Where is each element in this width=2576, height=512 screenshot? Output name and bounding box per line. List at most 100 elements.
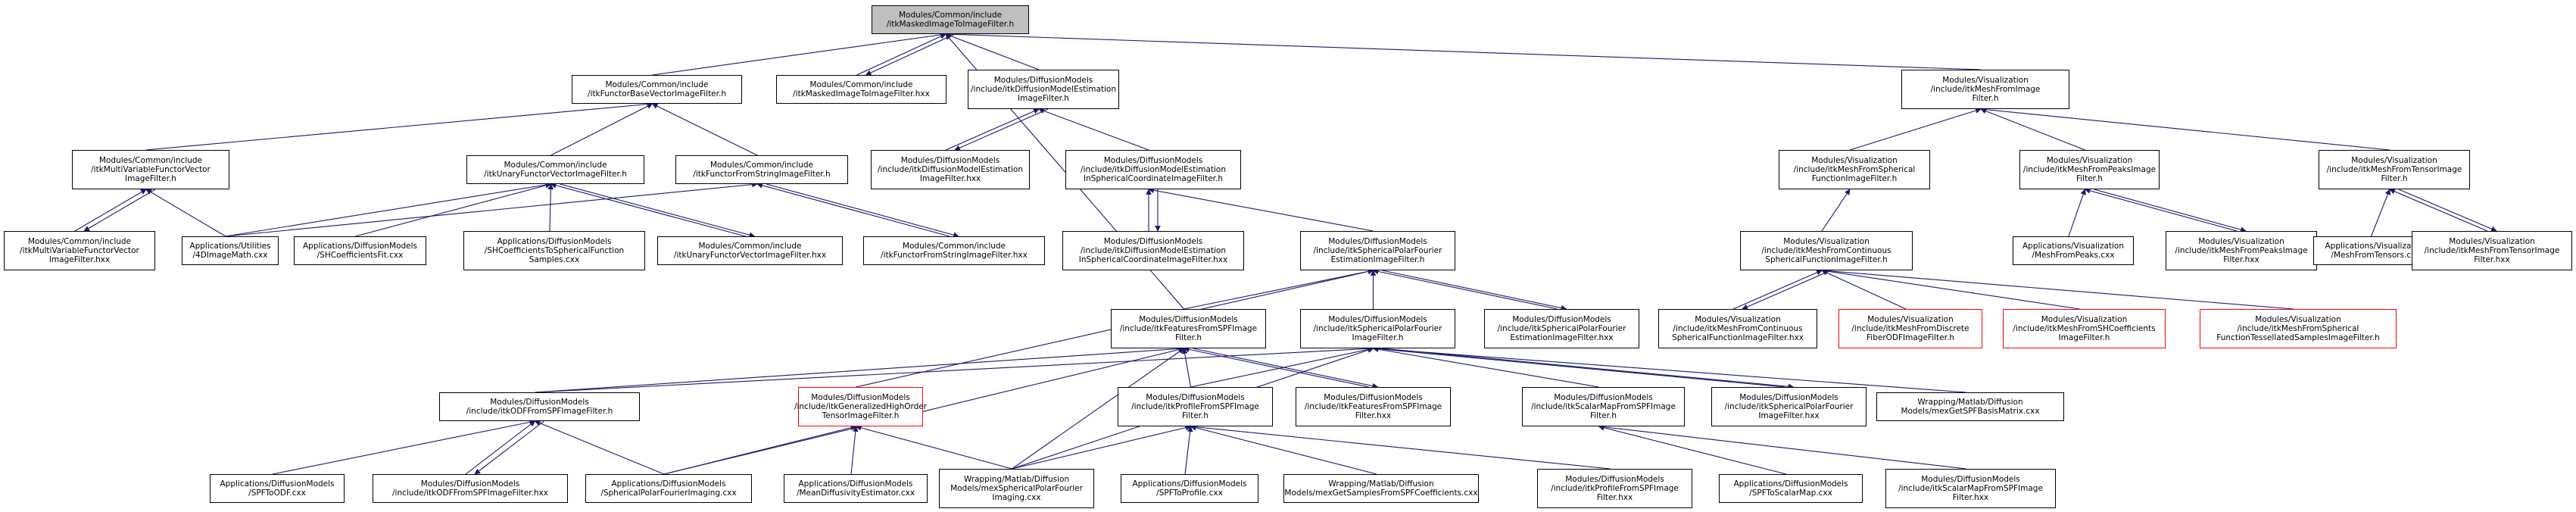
node-unary-functor-hxx[interactable]: Modules/Common/include /itkUnaryFunctorV…	[657, 236, 843, 265]
node-functor-from-string-hxx[interactable]: Modules/Common/include /itkFunctorFromSt…	[863, 236, 1045, 265]
edge-unaryfunctor-to-unaryfunctorhxx	[560, 183, 756, 238]
edge-spfimaging-to-odffromspf	[534, 420, 665, 475]
node-spherical-polar-fourier-imaging-cxx[interactable]: Applications/DiffusionModels /SphericalP…	[585, 474, 752, 503]
node-scalar-map-from-spf-hxx[interactable]: Modules/DiffusionModels /include/itkScal…	[1885, 469, 2056, 508]
edge-imagemath-to-unaryfunctor	[225, 182, 552, 237]
node-mesh-spherical-function-h[interactable]: Modules/Visualization /include/itkMeshFr…	[1779, 150, 1930, 189]
node-multivariable-functor-hxx[interactable]: Modules/Common/include /itkMultiVariable…	[4, 231, 155, 270]
edge-functorstring-to-functorstringhxx	[766, 183, 959, 238]
edge-scalarmap-to-spfimagefilter	[1372, 346, 1599, 388]
node-4d-image-math-cxx[interactable]: Applications/Utilities /4DImageMath.cxx	[182, 236, 279, 265]
edge-multivariable-to-multivariablehxx	[83, 189, 156, 232]
edge-spfimaging-to-featuresspf	[663, 346, 1185, 475]
node-spherical-polar-fourier-hxx[interactable]: Modules/DiffusionModels /include/itkSphe…	[1711, 387, 1867, 426]
edge-meshspherical-to-meshfromimage	[1849, 108, 1982, 151]
node-profile-from-spf-hxx[interactable]: Modules/DiffusionModels /include/itkProf…	[1537, 469, 1692, 508]
node-mex-samples-from-spf-coefficients-cxx[interactable]: Wrapping/Matlab/Diffusion Models/mexGetS…	[1283, 474, 1479, 503]
edge-imagemath-to-multivariable	[145, 189, 226, 237]
node-mesh-peaks-h[interactable]: Modules/Visualization /include/itkMeshFr…	[2019, 150, 2160, 189]
edge-dmestimationhxx-to-dmestimation	[945, 108, 1040, 151]
edge-profilespf-to-spfimagefilter	[1190, 346, 1374, 388]
node-features-from-spf-h[interactable]: Modules/DiffusionModels /include/itkFeat…	[1111, 309, 1266, 348]
node-features-from-spf-hxx[interactable]: Modules/DiffusionModels /include/itkFeat…	[1296, 387, 1451, 426]
node-mean-diffusivity-estimator-cxx[interactable]: Applications/DiffusionModels /MeanDiffus…	[784, 474, 928, 503]
edge-mexbasis-to-spfimagefilter	[1372, 345, 1966, 393]
edge-featuresspf-to-featuresspfhxx	[1193, 348, 1379, 389]
node-scalar-map-from-spf-h[interactable]: Modules/DiffusionModels /include/itkScal…	[1522, 387, 1685, 426]
edge-maskedhxx-to-root	[856, 33, 947, 76]
edge-multivariablehxx-to-multivariable	[74, 189, 147, 232]
node-sh-to-spherical-samples-cxx[interactable]: Applications/DiffusionModels /SHCoeffici…	[463, 231, 645, 270]
edge-spftoodf-to-odffromspf	[272, 419, 536, 475]
edge-functorstring-to-functorbase	[651, 103, 758, 156]
edge-meshtensor-to-meshtensorhxx	[2398, 189, 2497, 232]
node-mesh-peaks-cxx[interactable]: Applications/Visualization /MeshFromPeak…	[2013, 236, 2134, 265]
node-mesh-from-image-filter-h[interactable]: Modules/Visualization /include/itkMeshFr…	[1901, 70, 2069, 109]
edge-root-to-maskedhxx	[865, 33, 956, 76]
node-spf-to-profile-cxx[interactable]: Applications/DiffusionModels /SPFToProfi…	[1121, 474, 1258, 503]
edge-meshcontinuous-to-meshspherical	[1821, 189, 1851, 232]
node-mesh-continuous-h[interactable]: Modules/Visualization /include/itkMeshFr…	[1740, 231, 1913, 270]
edge-dmestimation-to-dmestimationhxx	[954, 108, 1049, 151]
edge-meandiffusivity-to-generalized	[850, 426, 859, 475]
edge-spfestimation-to-spfestimationhxx	[1382, 270, 1567, 311]
node-diffusion-model-estimation-h[interactable]: Modules/DiffusionModels /include/itkDiff…	[968, 70, 1119, 109]
edge-odffromspf-to-spfimagefilter	[535, 345, 1374, 393]
node-spherical-polar-fourier-h[interactable]: Modules/DiffusionModels /include/itkSphe…	[1300, 309, 1455, 348]
edge-dmestimation-to-root	[945, 33, 1040, 70]
edge-meshcontinuoushxx-to-meshcontinuous	[1732, 270, 1823, 310]
node-diffusion-model-estimation-hxx[interactable]: Modules/DiffusionModels /include/itkDiff…	[871, 150, 1030, 189]
edge-functorstringhxx-to-functorstring	[756, 183, 950, 237]
node-odf-from-spf-hxx[interactable]: Modules/DiffusionModels /include/itkODFF…	[373, 474, 568, 503]
node-spf-estimation-h[interactable]: Modules/DiffusionModels /include/itkSphe…	[1300, 231, 1455, 270]
edge-odffromspf-to-featuresspf	[535, 345, 1185, 393]
node-spf-to-odf-cxx[interactable]: Applications/DiffusionModels /SPFToODF.c…	[210, 474, 345, 503]
node-masked-image-filter-hxx[interactable]: Modules/Common/include /itkMaskedImageTo…	[776, 75, 947, 104]
node-mesh-tensor-h[interactable]: Modules/Visualization /include/itkMeshFr…	[2319, 150, 2470, 189]
node-spf-estimation-hxx[interactable]: Modules/DiffusionModels /include/itkSphe…	[1484, 309, 1639, 348]
edge-spfestimationhxx-to-spfestimation	[1372, 268, 1558, 310]
node-mesh-tessellated-samples-h[interactable]: Modules/Visualization /include/itkMeshFr…	[2200, 309, 2397, 348]
node-functor-from-string-h[interactable]: Modules/Common/include /itkFunctorFromSt…	[675, 155, 848, 184]
edge-mexsamples-to-profilespf	[1190, 424, 1377, 475]
node-mesh-continuous-hxx[interactable]: Modules/Visualization /include/itkMeshFr…	[1658, 309, 1817, 348]
node-generalized-high-order-tensor-h[interactable]: Modules/DiffusionModels /include/itkGene…	[794, 387, 927, 426]
node-unary-functor-h[interactable]: Modules/Common/include /itkUnaryFunctorV…	[466, 155, 644, 184]
edge-multivariable-to-functorbase	[145, 101, 653, 151]
node-profile-from-spf-h[interactable]: Modules/DiffusionModels /include/itkProf…	[1118, 387, 1273, 426]
node-masked-image-filter-h[interactable]: Modules/Common/include /itkMaskedImageTo…	[872, 5, 1029, 34]
edge-profilespfhxx-to-profilespf	[1190, 423, 1611, 470]
edge-meshtensor-to-meshfromimage	[1980, 106, 2390, 151]
edge-spfimagefilter-to-spfimagefilterhxx	[1382, 348, 1795, 390]
edge-mexspfimaging-to-profilespf	[1012, 424, 1192, 470]
node-mex-spf-basis-matrix-cxx[interactable]: Wrapping/Matlab/Diffusion Models/mexGetS…	[1876, 392, 2064, 421]
edge-meshdiscrete-to-meshcontinuous	[1821, 270, 1907, 310]
node-mesh-peaks-hxx[interactable]: Modules/Visualization /include/itkMeshFr…	[2166, 231, 2317, 270]
node-functor-base-vector-filter-h[interactable]: Modules/Common/include /itkFunctorBaseVe…	[572, 75, 742, 104]
edge-meshpeaks-to-meshfromimage	[1980, 108, 2085, 151]
edge-meshtensorhxx-to-meshtensor	[2389, 189, 2488, 232]
node-mex-spherical-polar-fourier-imaging-cxx[interactable]: Wrapping/Matlab/Diffusion Models/mexSphe…	[939, 469, 1094, 508]
edge-odffromspf-to-odffromspfhxx	[474, 420, 544, 475]
edge-spfimagefilterhxx-to-spfimagefilter	[1372, 345, 1785, 388]
node-mesh-tensor-hxx[interactable]: Modules/Visualization /include/itkMeshFr…	[2412, 231, 2572, 270]
edge-meshpeakshxx-to-meshpeaks	[2084, 188, 2238, 232]
node-sh-coefficients-fit-cxx[interactable]: Applications/DiffusionModels /SHCoeffici…	[294, 236, 426, 265]
node-mesh-sh-coefficients-h[interactable]: Modules/Visualization /include/itkMeshFr…	[2003, 309, 2166, 348]
edge-scalarmaphxx-to-scalarmap	[1598, 423, 1966, 470]
edge-odffromspfhxx-to-odffromspf	[465, 420, 536, 475]
node-odf-from-spf-h[interactable]: Modules/DiffusionModels /include/itkODFF…	[439, 392, 640, 421]
edge-meshcontinuous-to-meshcontinuoushxx	[1742, 270, 1832, 310]
node-dme-spherical-hxx[interactable]: Modules/DiffusionModels /include/itkDiff…	[1062, 231, 1244, 270]
edge-mexspfimaging-to-generalized	[855, 425, 1012, 470]
edge-meshtessellated-to-meshcontinuous	[1821, 267, 2294, 310]
edge-spfestimation-to-dmespherical	[1148, 187, 1374, 232]
edge-mexspfimaging-to-featuresspf	[1012, 348, 1185, 470]
node-mesh-discrete-fiber-odf-h[interactable]: Modules/Visualization /include/itkMeshFr…	[1838, 309, 1982, 348]
node-spf-to-scalar-map-cxx[interactable]: Applications/DiffusionModels /SPFToScala…	[1719, 474, 1863, 503]
node-multivariable-functor-h[interactable]: Modules/Common/include /itkMultiVariable…	[72, 150, 229, 189]
edge-featuresspf-to-spfestimation	[1184, 268, 1374, 310]
edge-meshshcoeffs-to-meshcontinuous	[1821, 268, 2080, 310]
edge-profilespf-to-featuresspf	[1181, 348, 1192, 388]
node-dme-spherical-h[interactable]: Modules/DiffusionModels /include/itkDiff…	[1065, 150, 1241, 189]
